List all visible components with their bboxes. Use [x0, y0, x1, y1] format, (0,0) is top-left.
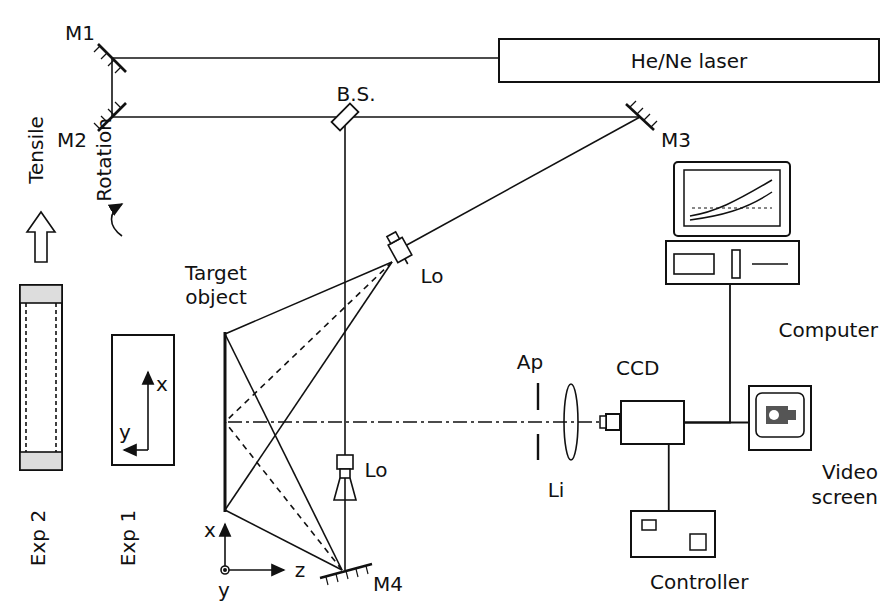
part-label: Tensile [24, 116, 48, 184]
part-label: x [204, 518, 216, 542]
part-label: M3 [661, 128, 691, 152]
controller: Controller [628, 510, 762, 600]
part-label: Lo [364, 458, 387, 482]
part-label: y [119, 420, 131, 444]
node-label: Video screen [800, 460, 878, 510]
node-label: CCD [616, 356, 659, 381]
computer: Computer [660, 150, 882, 348]
node-label: Computer [779, 318, 878, 343]
part-label: z [295, 558, 306, 582]
signal-wire [668, 445, 670, 510]
part-label: y [218, 578, 230, 602]
part-label: M1 [65, 21, 95, 45]
signal-wire [685, 422, 748, 424]
signal-wire [685, 285, 730, 423]
part-label: x [156, 372, 168, 396]
part-label: Ap [517, 350, 543, 374]
part-label: M2 [57, 128, 87, 152]
part-label: Exp 1 [116, 510, 140, 566]
part-label: Target object [176, 261, 256, 309]
part-label: Exp 2 [26, 510, 50, 566]
node-label: He/Ne laser [500, 49, 878, 74]
part-label: B.S. [336, 82, 375, 106]
part-label: Li [548, 478, 565, 502]
video-screen: Video screen [740, 380, 882, 514]
part-label: Lo [420, 264, 443, 288]
part-label: M4 [373, 572, 403, 596]
ccd-camera-body [620, 400, 685, 445]
part-label: Rotation [92, 118, 116, 202]
node-label: Controller [650, 570, 748, 595]
ccd-camera: CCD [598, 352, 690, 448]
laser-box: He/Ne laser [498, 38, 880, 83]
